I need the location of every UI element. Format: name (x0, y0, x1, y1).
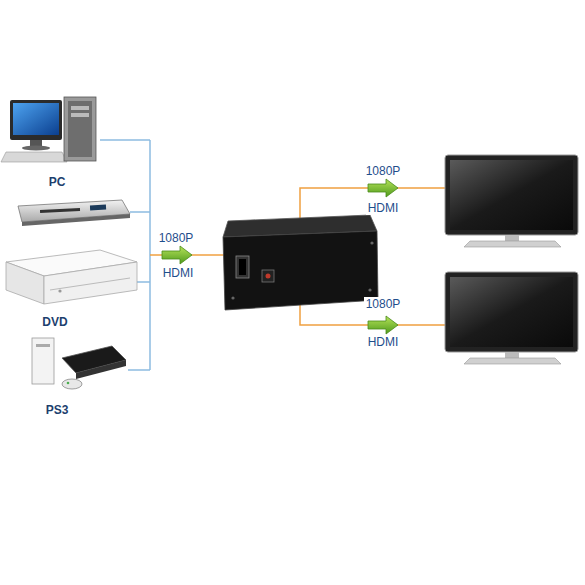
device-label-box: PC (46, 174, 69, 190)
screw (231, 296, 234, 299)
signal-arrows (162, 179, 398, 334)
player-front (22, 214, 130, 226)
controller-button (67, 382, 70, 385)
device-name: PS3 (46, 403, 69, 417)
console-icon (32, 338, 126, 389)
player-display (90, 205, 106, 211)
hdmi-splitter (223, 215, 378, 310)
tv-base (464, 241, 561, 247)
device-name: DVD (42, 315, 67, 329)
hdmi-wire (300, 188, 445, 219)
monitor-screen (13, 103, 59, 135)
console-front (76, 360, 126, 379)
disc-slot (40, 208, 80, 213)
signal-label: 1080P (157, 231, 196, 245)
drive-front (44, 262, 137, 304)
signal-label: HDMI (161, 266, 196, 280)
tv-screen (450, 160, 573, 230)
device-name: PC (49, 175, 66, 189)
pc-icon (1, 97, 96, 162)
drive-bay (71, 113, 89, 117)
tv-bezel (445, 272, 578, 352)
hdmi-wires (150, 188, 445, 325)
tv-icon (445, 272, 578, 364)
power-led (266, 274, 271, 279)
green-arrow (162, 246, 192, 264)
dvd-drive-icon (6, 250, 137, 304)
signal-label: HDMI (366, 335, 401, 349)
bracket-line (130, 211, 150, 213)
bracket-line (137, 281, 150, 283)
bracket-line (128, 369, 150, 371)
tv-neck (505, 352, 519, 358)
tv-base (464, 358, 561, 364)
power-jack (262, 270, 274, 282)
device-label-box: DVD (39, 314, 70, 330)
dvd-player-icon (18, 200, 130, 226)
splitter-front (223, 231, 378, 310)
tv-screen (450, 277, 573, 347)
hdmi-port (236, 256, 249, 278)
tower-front (68, 101, 92, 157)
tv-bezel (445, 155, 578, 235)
monitor-base (22, 146, 50, 151)
drive-button (58, 289, 61, 292)
green-arrow (368, 316, 398, 334)
tv-neck (505, 235, 519, 241)
console-tower (32, 338, 54, 384)
game-controller (62, 379, 82, 389)
tv-icon (445, 155, 578, 247)
hdmi-port-hole (239, 259, 246, 275)
green-arrow (368, 179, 398, 197)
drive-bay (71, 106, 89, 110)
screw (368, 288, 371, 291)
signal-label: HDMI (366, 201, 401, 215)
signal-label: 1080P (364, 297, 403, 311)
console-slot (36, 344, 50, 347)
pc-tower (64, 97, 96, 161)
drive-side (6, 262, 44, 304)
screw (370, 241, 373, 244)
bracket-line (100, 139, 150, 141)
device-label-box: PS3 (43, 402, 72, 418)
keyboard (1, 152, 67, 162)
drive-tray (50, 278, 130, 290)
monitor-frame (10, 100, 62, 140)
signal-label: 1080P (364, 164, 403, 178)
